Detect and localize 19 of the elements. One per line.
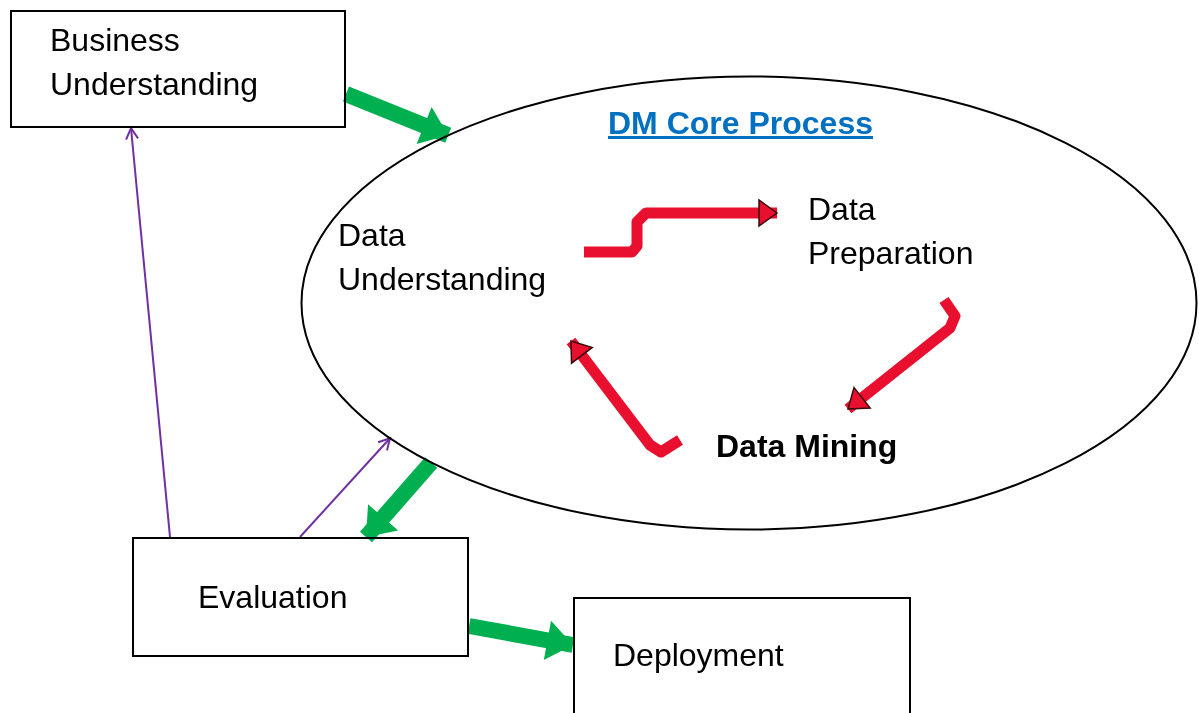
- arrow: [299, 437, 391, 538]
- step-label: Data Understanding: [338, 216, 548, 299]
- box-label: Deployment: [613, 636, 785, 675]
- box-label: Business Understanding: [50, 21, 260, 104]
- arrow: [125, 127, 171, 538]
- process-box: [132, 537, 469, 657]
- process-box: [573, 597, 911, 713]
- arrow: [566, 337, 683, 458]
- box-label: Evaluation: [198, 578, 349, 617]
- heading: DM Core Process: [608, 104, 874, 143]
- arrow: [359, 457, 438, 543]
- process-ellipse: [300, 75, 1198, 531]
- arrow: [844, 296, 961, 414]
- process-box: [10, 10, 346, 128]
- step-label: Data Preparation: [808, 190, 975, 273]
- arrow: [584, 199, 778, 258]
- arrow: [343, 86, 452, 145]
- arrow: [467, 618, 575, 660]
- step-label: Data Mining: [716, 427, 899, 466]
